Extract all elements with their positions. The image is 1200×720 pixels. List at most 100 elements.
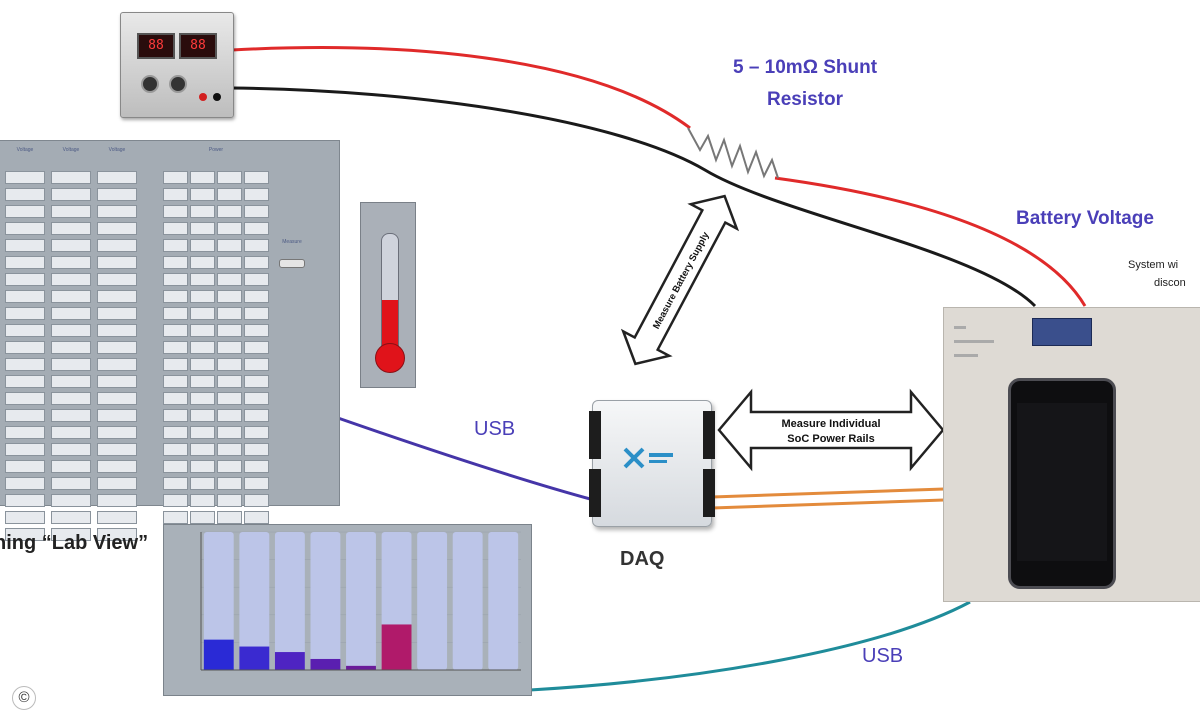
- panel-power-row: [163, 290, 269, 303]
- panel-readout-cell: [244, 494, 269, 507]
- panel-readout-cell: [51, 324, 91, 337]
- panel-power-row: [163, 307, 269, 320]
- panel-readout-cell: [5, 307, 45, 320]
- panel-readout-cell: [244, 256, 269, 269]
- panel-readout-cell: [97, 460, 137, 473]
- panel-readout-cell: [5, 392, 45, 405]
- panel-readout-cell: [51, 256, 91, 269]
- chart-bar: [239, 646, 270, 670]
- measure-soc-text-2: SoC Power Rails: [787, 433, 874, 445]
- power-bar-chart: [163, 524, 532, 696]
- panel-readout-cell: [5, 273, 45, 286]
- panel-readout-cell: [97, 171, 137, 184]
- board-marking: [954, 326, 966, 329]
- panel-power-row: [163, 205, 269, 218]
- panel-readout-cell: [51, 460, 91, 473]
- panel-readout-cell: [97, 341, 137, 354]
- panel-readout-cell: [5, 426, 45, 439]
- panel-readout-cell: [190, 358, 215, 371]
- panel-readout-cell: [190, 239, 215, 252]
- shunt-label-line-1: 5 – 10mΩ Shunt: [732, 57, 878, 78]
- daq-connector-left: [589, 469, 601, 517]
- panel-readout-cell: [190, 273, 215, 286]
- panel-header: Voltage: [108, 147, 126, 153]
- thermometer-bulb-icon: [375, 343, 405, 373]
- panel-power-row: [163, 324, 269, 337]
- panel-readout-cell: [244, 324, 269, 337]
- panel-readout-cell: [190, 460, 215, 473]
- panel-readout-cell: [97, 511, 137, 524]
- labview-label: ning “Lab View”: [0, 532, 149, 554]
- panel-readout-cell: [51, 392, 91, 405]
- panel-readout-cell: [5, 409, 45, 422]
- panel-readout-cell: [97, 222, 137, 235]
- panel-readout-cell: [5, 443, 45, 456]
- panel-readout-cell: [163, 358, 188, 371]
- panel-readout-cell: [190, 409, 215, 422]
- panel-readout-cell: [244, 426, 269, 439]
- panel-power-row: [163, 222, 269, 235]
- panel-readout-cell: [5, 494, 45, 507]
- panel-readout-cell: [217, 358, 242, 371]
- chart-plot: [200, 531, 521, 671]
- panel-readout-cell: [217, 477, 242, 490]
- panel-readout-cell: [5, 460, 45, 473]
- panel-readout-cell: [97, 205, 137, 218]
- panel-readout-cell: [190, 171, 215, 184]
- panel-power-row: [163, 409, 269, 422]
- panel-readout-cell: [190, 477, 215, 490]
- chart-bar: [346, 665, 376, 670]
- panel-readout-cell: [244, 273, 269, 286]
- panel-readout-cell: [190, 256, 215, 269]
- panel-readout-cell: [97, 273, 137, 286]
- panel-power-row: [163, 256, 269, 269]
- panel-readout-cell: [190, 222, 215, 235]
- chart-bar: [203, 639, 234, 670]
- panel-readout-cell: [217, 511, 242, 524]
- panel-readout-cell: [51, 239, 91, 252]
- panel-readout-cell: [5, 256, 45, 269]
- chart-bar-track: [417, 532, 448, 670]
- board-marking: [954, 340, 994, 343]
- panel-toggle-switch[interactable]: [279, 259, 305, 268]
- panel-readout-cell: [51, 188, 91, 201]
- panel-readout-cell: [51, 307, 91, 320]
- panel-readout-cell: [5, 188, 45, 201]
- usb-left-label: USB: [474, 418, 516, 440]
- shunt-resistor-label: 5 – 10mΩ Shunt Resistor: [705, 52, 905, 116]
- chart-bar-track: [203, 532, 234, 670]
- panel-readout-cell: [163, 222, 188, 235]
- panel-readout-cell: [97, 426, 137, 439]
- panel-readout-cell: [190, 341, 215, 354]
- psu-display-right: 88: [179, 33, 217, 59]
- panel-readout-cell: [163, 392, 188, 405]
- panel-readout-cell: [163, 256, 188, 269]
- daq-connector-right: [703, 469, 715, 517]
- panel-power-row: [163, 239, 269, 252]
- panel-readout-cell: [5, 375, 45, 388]
- copyright-icon: ©: [12, 686, 36, 710]
- panel-readout-cell: [5, 324, 45, 337]
- daq-label: DAQ: [620, 548, 665, 570]
- panel-readout-cell: [217, 171, 242, 184]
- panel-readout-cell: [190, 443, 215, 456]
- black-supply-wire: [231, 86, 1037, 308]
- panel-readout-cell: [5, 205, 45, 218]
- panel-readout-cell: [163, 239, 188, 252]
- panel-readout-cell: [190, 392, 215, 405]
- panel-readout-cell: [163, 426, 188, 439]
- panel-readout-cell: [97, 324, 137, 337]
- panel-readout-cell: [217, 409, 242, 422]
- panel-readout-cell: [5, 171, 45, 184]
- system-label: System wi discon: [1128, 256, 1186, 292]
- measure-soc-text-1: Measure Individual: [781, 418, 880, 430]
- shunt-label-line-2: Resistor: [766, 89, 844, 110]
- panel-readout-cell: [97, 494, 137, 507]
- panel-header: Power: [208, 147, 224, 153]
- thermometer-tube: [381, 233, 399, 353]
- panel-readout-cell: [163, 171, 188, 184]
- panel-readout-cell: [217, 239, 242, 252]
- panel-toggle-label: Measure: [282, 239, 302, 245]
- panel-readout-cell: [51, 443, 91, 456]
- panel-power-row: [163, 392, 269, 405]
